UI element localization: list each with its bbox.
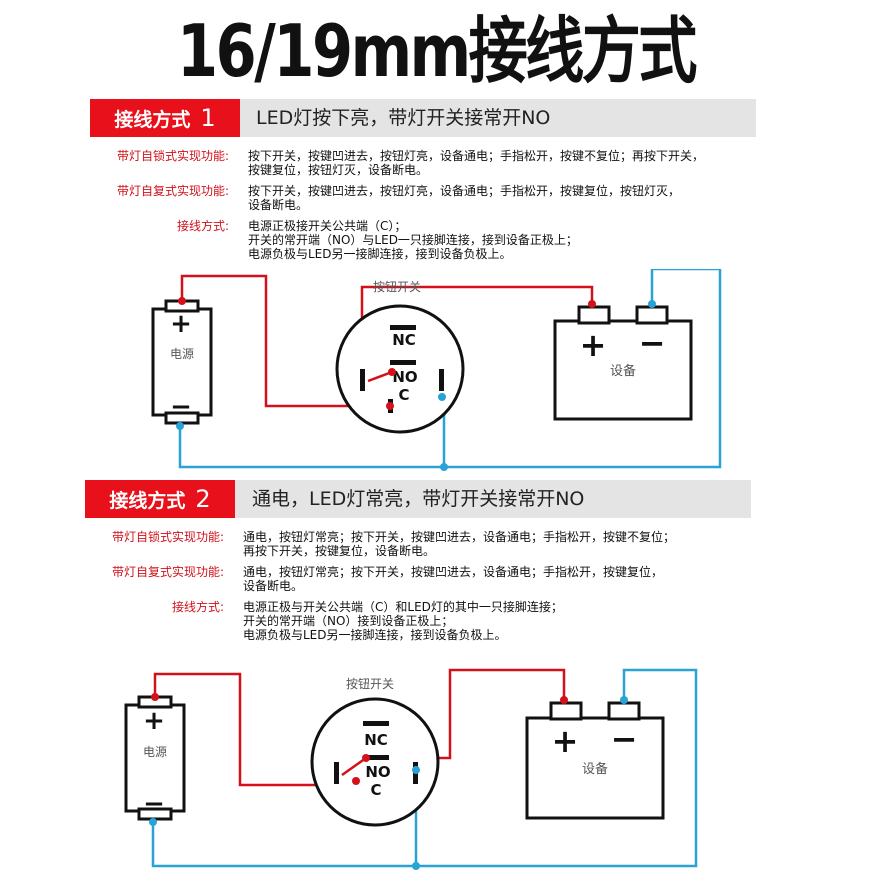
device-plus-terminal bbox=[577, 305, 611, 325]
switch-led-left-pin bbox=[334, 762, 339, 784]
switch-led-right-pin bbox=[439, 369, 444, 391]
section-1-tag-number: 1 bbox=[200, 104, 216, 132]
switch-c-node bbox=[386, 402, 394, 410]
device-body bbox=[553, 319, 693, 421]
section-1-row-latch-label: 带灯自锁式实现功能: bbox=[116, 149, 229, 163]
switch-body bbox=[310, 697, 440, 827]
section-1: 接线方式 1 LED灯按下亮，带灯开关接常开NO 带灯自锁式实现功能: 按下开关，… bbox=[0, 99, 872, 479]
power-plus-sign: + bbox=[143, 706, 165, 736]
switch-nc-terminal bbox=[363, 721, 389, 726]
section-2-row-wiring-text: 电源正极与开关公共端（C）和LED灯的其中一只接脚连接； 开关的常开端（NO）接… bbox=[243, 600, 563, 642]
wire-power-minus bbox=[151, 768, 418, 868]
device-label: 设备 bbox=[610, 363, 636, 379]
switch-no-terminal bbox=[363, 755, 389, 760]
section-1-row-wiring-label: 接线方式: bbox=[176, 219, 229, 233]
section-2-row-momentary-label: 带灯自复式实现功能: bbox=[111, 565, 224, 579]
device-minus-sign: − bbox=[611, 720, 638, 758]
switch-led-left-pin bbox=[360, 369, 365, 391]
section-1-diagram: + 电源 − 按钮开关 NC NO C + − 设备 bbox=[151, 269, 722, 471]
section-2-tag: 接线方式 2 bbox=[85, 480, 235, 518]
power-minus-sign: − bbox=[143, 789, 165, 819]
wire-power-plus-to-c bbox=[180, 274, 390, 408]
section-1-row-momentary-label: 带灯自复式实现功能: bbox=[116, 184, 229, 198]
switch-no-node bbox=[388, 368, 396, 376]
section-2-diagram: + 电源 − 按钮开关 NC NO C + − 设备 bbox=[124, 668, 698, 870]
power-minus-sign: − bbox=[170, 392, 192, 422]
device-plus-node bbox=[560, 696, 568, 704]
switch-led-node bbox=[412, 766, 420, 774]
switch-contact-arm bbox=[341, 756, 367, 777]
power-supply bbox=[151, 307, 213, 417]
power-plus-node bbox=[178, 297, 186, 305]
wire-device-minus bbox=[444, 269, 722, 469]
switch-c-label: C bbox=[370, 781, 381, 799]
section-1-row-momentary-text: 按下开关，按键凹进去，按钮灯亮，设备通电；手指松开，按键复位，按钮灯灭， 设备断… bbox=[248, 184, 681, 212]
device-minus-node bbox=[648, 300, 656, 308]
section-2-tag-number: 2 bbox=[195, 485, 211, 513]
device-plus-terminal bbox=[549, 701, 583, 721]
power-plus-sign: + bbox=[170, 309, 192, 339]
switch-label: 按钮开关 bbox=[346, 676, 394, 691]
section-2-row-momentary-text: 通电，按钮灯常亮；按下开关，按键凹进去，设备通电；手指松开，按键复位， 设备断电… bbox=[243, 565, 664, 593]
device-minus-terminal bbox=[607, 701, 641, 721]
power-plus-node bbox=[151, 693, 159, 701]
section-1-row-wiring-text: 电源正极接开关公共端（C）； 开关的常开端（NO）与LED一只接脚连接，接到设备… bbox=[248, 219, 578, 261]
switch-no-label: NO bbox=[365, 763, 390, 781]
wire-power-minus bbox=[178, 397, 446, 469]
wire-device-minus bbox=[416, 668, 698, 868]
switch-no-label: NO bbox=[392, 368, 417, 386]
switch-led-node bbox=[438, 393, 446, 401]
device-minus-node bbox=[620, 696, 628, 704]
power-label: 电源 bbox=[170, 347, 194, 361]
power-minus-node bbox=[176, 422, 184, 430]
section-2-heading: 通电，LED灯常亮，带灯开关接常开NO bbox=[252, 488, 585, 510]
device-minus-terminal bbox=[635, 305, 669, 325]
switch-no-node bbox=[362, 754, 370, 762]
switch-body bbox=[335, 304, 465, 434]
switch-c-node bbox=[352, 777, 360, 785]
power-label: 电源 bbox=[143, 745, 167, 759]
switch-nc-terminal bbox=[390, 325, 416, 330]
switch-c-label: C bbox=[398, 386, 409, 404]
section-2-row-latch-label: 带灯自锁式实现功能: bbox=[111, 530, 224, 544]
power-supply bbox=[124, 703, 186, 813]
device-minus-sign: − bbox=[639, 324, 666, 362]
switch-label: 按钮开关 bbox=[373, 279, 421, 294]
device-plus-sign: + bbox=[552, 722, 579, 760]
device-body bbox=[525, 716, 665, 820]
switch-nc-label: NC bbox=[392, 331, 416, 349]
section-2: 接线方式 2 通电，LED灯常亮，带灯开关接常开NO 带灯自锁式实现功能: 通电，… bbox=[0, 480, 872, 872]
device-plus-sign: + bbox=[580, 326, 607, 364]
switch-no-terminal bbox=[390, 360, 416, 365]
section-1-row-latch-text: 按下开关，按键凹进去，按钮灯亮，设备通电；手指松开，按键不复位；再按下开关， 按… bbox=[248, 149, 705, 177]
device-plus-node bbox=[588, 300, 596, 308]
section-2-tag-label: 接线方式 bbox=[109, 490, 186, 512]
section-1-tag-label: 接线方式 bbox=[114, 109, 191, 131]
ground-junction-node bbox=[440, 463, 448, 471]
ground-junction-node bbox=[412, 862, 420, 870]
device-label: 设备 bbox=[582, 761, 608, 777]
power-minus-node bbox=[149, 818, 157, 826]
section-1-heading: LED灯按下亮，带灯开关接常开NO bbox=[256, 107, 551, 129]
section-2-row-wiring-label: 接线方式: bbox=[171, 600, 224, 614]
section-2-row-latch-text: 通电，按钮灯常亮；按下开关，按键凹进去，设备通电；手指松开，按键不复位； 再按下… bbox=[243, 530, 676, 558]
switch-nc-label: NC bbox=[364, 731, 388, 749]
switch-contact-arm bbox=[367, 370, 393, 383]
section-1-tag: 接线方式 1 bbox=[90, 99, 240, 137]
page-title: 16/19mm接线方式 bbox=[176, 9, 697, 93]
